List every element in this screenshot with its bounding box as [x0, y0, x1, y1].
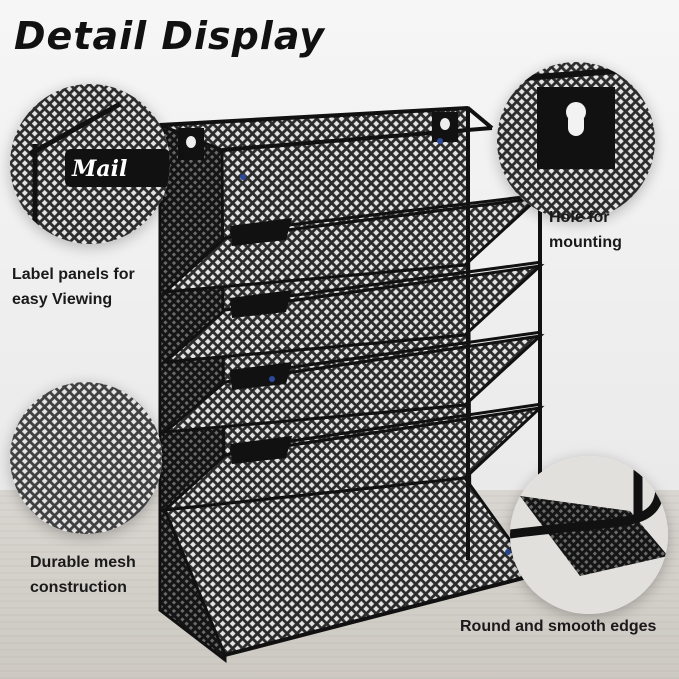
mail-label-text: Mail: [71, 156, 127, 182]
page-title: Detail Display: [14, 14, 326, 58]
edges-caption: Round and smooth edges: [460, 618, 657, 635]
mesh-zoom-circle: [10, 382, 162, 534]
mesh-caption: Durable mesh construction: [30, 554, 136, 596]
hole-zoom-circle: [497, 62, 655, 220]
edges-zoom-circle: [510, 456, 668, 614]
label-panel-zoom-circle: Mail: [10, 84, 170, 244]
hole-caption: Hole for mounting: [549, 209, 622, 251]
label-panels-caption: Label panels for easy Viewing: [12, 266, 135, 308]
